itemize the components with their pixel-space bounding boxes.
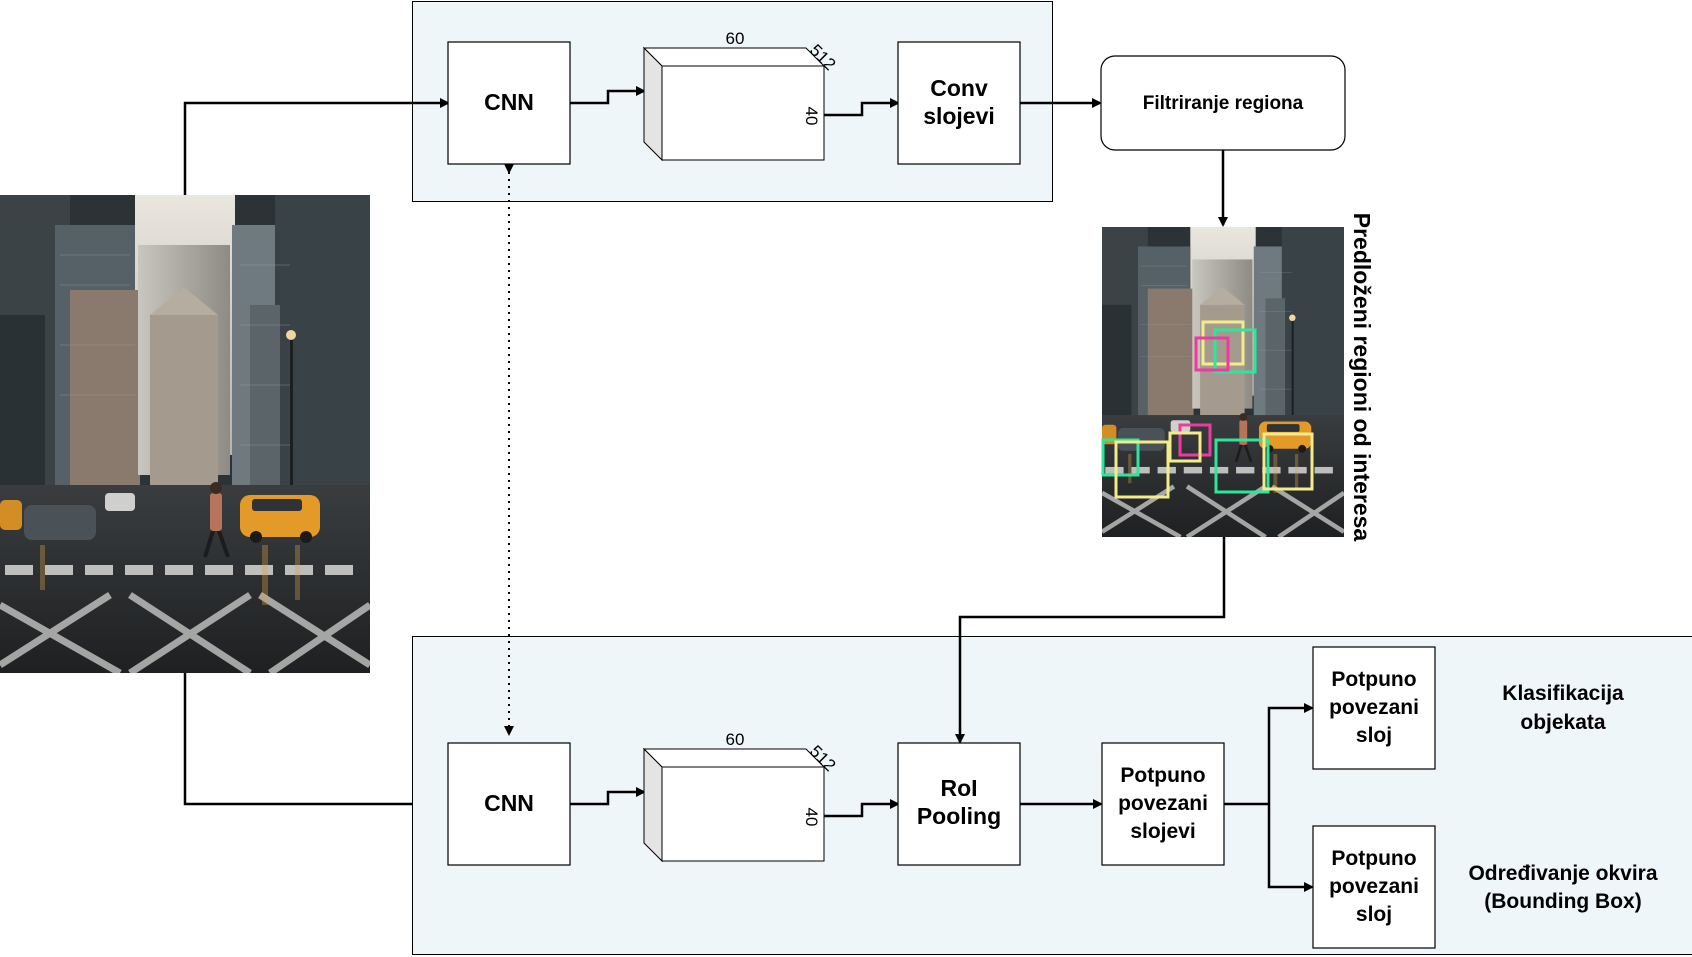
bottom-cube-width-label: 60 <box>726 730 745 749</box>
roi-label-line2: Pooling <box>917 803 1001 829</box>
proposals-to-roi-arrow <box>955 537 1226 744</box>
top-cnn-to-cube-arrow <box>570 86 646 105</box>
fc-layers-box <box>1101 742 1225 866</box>
fc-bbox-box <box>1312 825 1436 949</box>
fc-bbox-line3: sloj <box>1356 903 1392 926</box>
proposals-label: Predloženi regioni od interesa <box>1349 213 1375 542</box>
input-to-top-cnn-arrow <box>183 98 450 195</box>
fc-cls-box <box>1312 646 1436 770</box>
fc-to-bbox-arrow <box>1267 804 1314 892</box>
proposal-box-yellow <box>1201 320 1245 366</box>
classification-output-line1: Klasifikacija <box>1502 682 1624 705</box>
top-cube-width-label: 60 <box>726 29 745 48</box>
classification-output-line2: objekata <box>1520 711 1606 734</box>
bottom-cnn-to-cube-arrow <box>570 787 646 806</box>
conv-label-line2: slojevi <box>923 103 995 129</box>
proposal-box-green <box>1213 328 1257 374</box>
bottom-cnn-box <box>447 742 571 866</box>
fc-cls-line3: sloj <box>1356 724 1392 747</box>
fc-bbox-line1: Potpuno <box>1331 847 1416 870</box>
proposal-box-pink <box>1178 423 1212 457</box>
roi-pooling-box <box>897 742 1021 866</box>
bottom-cnn-label: CNN <box>484 790 534 816</box>
bottom-feature-cube <box>642 747 826 863</box>
region-filter-label: Filtriranje regiona <box>1143 93 1304 114</box>
fc-label-line2: povezani <box>1118 792 1208 815</box>
bottom-cube-to-roi-arrow <box>824 799 900 818</box>
proposal-box-yellow <box>1114 440 1170 499</box>
conv-layers-box <box>897 41 1021 165</box>
bbox-output-line1: Određivanje okvira <box>1468 862 1657 885</box>
conv-label-line1: Conv <box>930 75 988 101</box>
bbox-output-line2: (Bounding Box) <box>1484 890 1641 913</box>
fc-bbox-line2: povezani <box>1329 875 1419 898</box>
roi-label-line1: RoI <box>940 775 977 801</box>
proposal-box-yellow <box>1262 432 1314 491</box>
region-proposal-boxes <box>1101 320 1314 499</box>
bottom-panel <box>412 636 1692 955</box>
fc-cls-line1: Potpuno <box>1331 668 1416 691</box>
fc-to-cls-arrow <box>1267 703 1314 804</box>
proposal-box-pink <box>1194 336 1230 372</box>
top-cube-height-label: 40 <box>802 107 821 126</box>
top-feature-cube <box>642 46 826 162</box>
proposal-box-green <box>1214 438 1270 494</box>
fc-label-line3: slojevi <box>1130 820 1195 843</box>
fc-label-line1: Potpuno <box>1120 764 1205 787</box>
top-cube-to-conv-arrow <box>824 98 900 117</box>
fc-cls-line2: povezani <box>1329 696 1419 719</box>
input-image <box>0 195 370 673</box>
proposal-box-green <box>1101 438 1140 477</box>
top-cnn-label: CNN <box>484 89 534 115</box>
input-to-bottom-cnn-line <box>183 673 412 806</box>
proposal-box-yellow <box>1168 431 1202 463</box>
bottom-cube-height-label: 40 <box>802 808 821 827</box>
